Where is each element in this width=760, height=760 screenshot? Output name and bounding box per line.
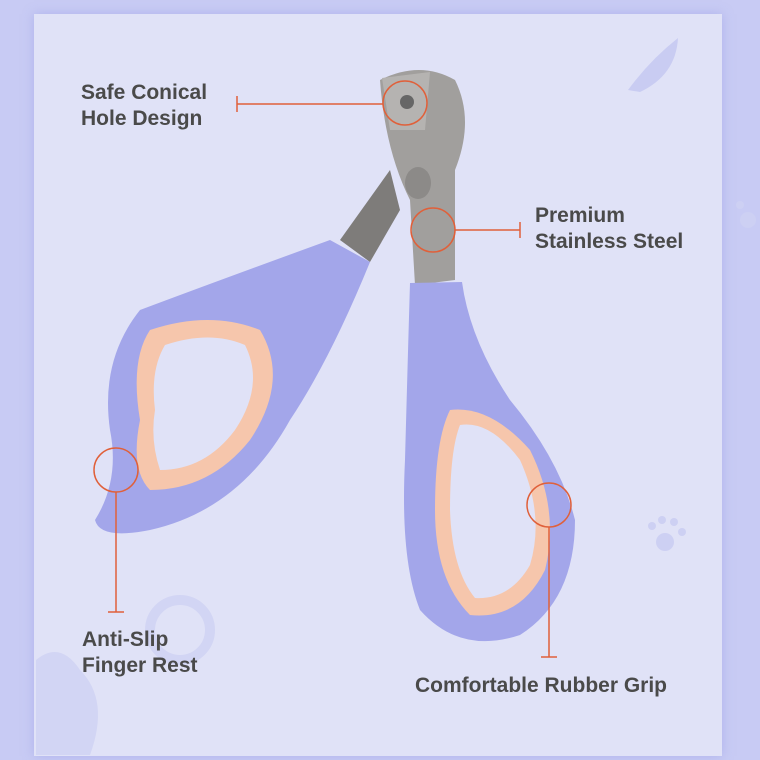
callout-hole-design: Safe Conical Hole Design — [81, 81, 208, 130]
steel-blades — [340, 70, 465, 285]
callout-lines — [93, 80, 572, 658]
paw-print-icon — [648, 201, 756, 551]
callout-finger-rest: Anti-Slip Finger Rest — [82, 628, 198, 677]
callout-circle-hole — [382, 80, 428, 126]
leaf-icon — [628, 38, 678, 92]
callout-stainless-steel: Premium Stainless Steel — [535, 204, 684, 253]
right-handle — [404, 282, 575, 642]
callout-rubber-grip: Comfortable Rubber Grip — [415, 674, 668, 697]
left-handle — [95, 240, 370, 534]
cat-silhouette-icon — [36, 595, 215, 755]
